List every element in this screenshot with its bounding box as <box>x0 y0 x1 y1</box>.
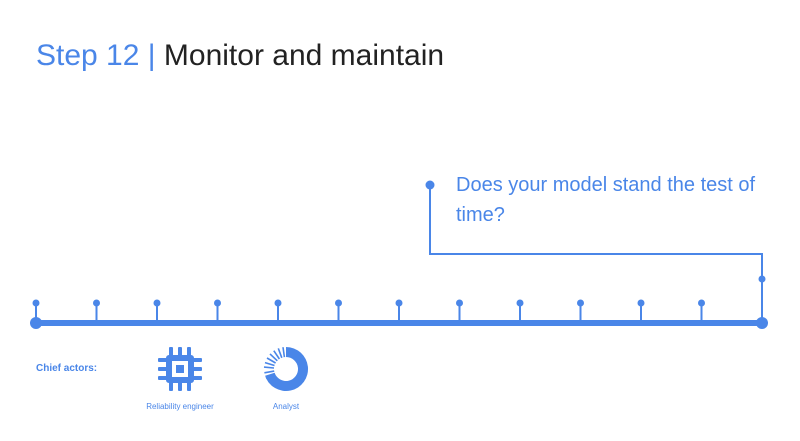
timeline-step-dot <box>335 299 342 307</box>
title-separator: | <box>147 39 156 72</box>
timeline-step-dot <box>395 299 403 307</box>
timeline-step-dot <box>516 299 524 307</box>
donut-chart-icon <box>263 347 309 391</box>
timeline-step-dot <box>93 299 100 307</box>
actor-reliability-engineer: Reliability engineer <box>140 343 220 412</box>
callout-connector <box>429 185 763 279</box>
timeline-step-dot <box>456 299 463 307</box>
timeline-step-dot <box>32 299 40 307</box>
actor-name: Analyst <box>272 402 300 411</box>
timeline-step-dot <box>698 299 705 307</box>
title-step: Step 12 <box>36 39 140 72</box>
timeline-step-dot <box>577 299 584 307</box>
timeline-step-dot <box>274 299 282 307</box>
chief-actors-label: Chief actors: <box>36 363 98 374</box>
timeline-step-dot <box>637 299 645 307</box>
chip-icon <box>158 347 202 391</box>
slide-title: Step 12 | Monitor and maintain <box>36 37 444 75</box>
timeline-step-dot <box>153 299 161 307</box>
actor-analyst: Analyst <box>246 343 326 412</box>
timeline-end-marker <box>756 317 768 329</box>
actor-name: Reliability engineer <box>146 402 214 411</box>
timeline-start-marker <box>30 317 42 329</box>
timeline-step-dot <box>214 299 221 307</box>
timeline-ticks <box>32 275 766 323</box>
title-main: Monitor and maintain <box>163 39 445 72</box>
callout-dot <box>425 180 435 190</box>
callout-text: Does your model stand the test of time? <box>456 174 756 226</box>
